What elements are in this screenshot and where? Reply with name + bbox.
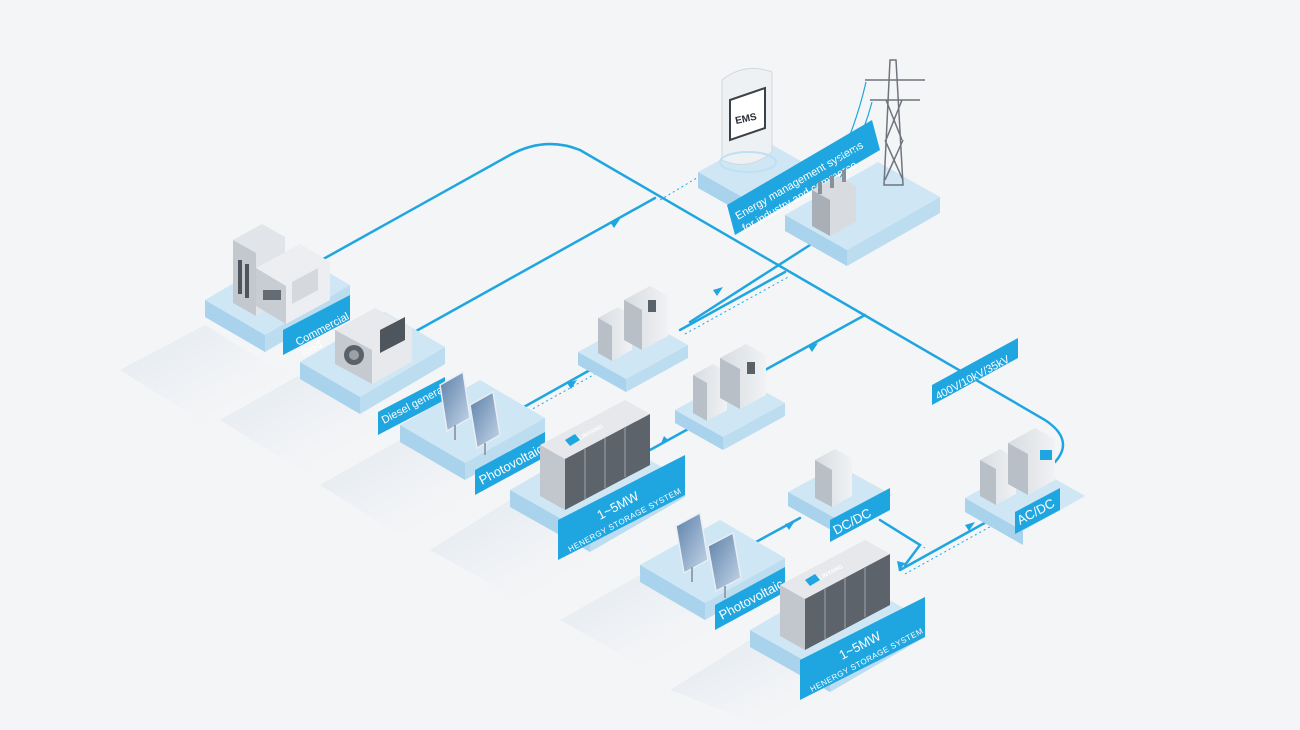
grid-link-line [688, 243, 812, 324]
flow-arrows [567, 219, 975, 571]
arrow-icon [785, 521, 795, 530]
commercial-load-node: Commercial load [205, 224, 351, 359]
arrow-icon [808, 343, 818, 352]
platform-shadows [120, 325, 840, 725]
acdc-link [898, 518, 992, 572]
dcdc-cabinet-icon [815, 449, 852, 507]
transformer-icon [812, 170, 856, 236]
arrow-icon [660, 436, 668, 446]
inverter-cabinet-icon [693, 344, 766, 421]
solar-panel-icon [675, 511, 742, 598]
converter-mid-node [675, 344, 785, 450]
converter-top-line [678, 270, 787, 332]
battery-container-icon: LINYANG [780, 540, 890, 650]
arrow-icon [567, 380, 577, 389]
solar-panel-icon [439, 370, 501, 455]
acdc-node: AC/DC [965, 428, 1085, 545]
pv-top-line [513, 368, 592, 414]
ems-screen-icon: EMS [719, 67, 777, 173]
dcdc-node: DC/DC [788, 449, 892, 542]
grid-node [785, 59, 940, 266]
arrow-icon [713, 287, 723, 296]
arrow-icon [965, 522, 975, 531]
arrow-icon [610, 219, 620, 228]
battery-container-icon: LINYANG [540, 400, 650, 510]
inverter-cabinet-icon [598, 286, 668, 361]
acdc-cabinet-icon [980, 428, 1055, 505]
arrow-icon [897, 561, 905, 571]
main-bus-line [298, 142, 1065, 464]
pv-top-node: Photovoltaic [400, 370, 546, 495]
converter-top-node [578, 286, 688, 392]
transmission-tower-icon [865, 59, 925, 186]
ems-screen-label: EMS [734, 112, 758, 127]
generator-icon [335, 308, 412, 384]
diesel-generator-node: Diesel generator [300, 308, 457, 435]
converter-mid-line [763, 313, 867, 372]
building-icon [233, 224, 330, 324]
ess-top-link [648, 426, 692, 452]
voltage-badge: 400V/10kV/35kV [932, 338, 1018, 405]
dotted-lines [519, 169, 996, 575]
